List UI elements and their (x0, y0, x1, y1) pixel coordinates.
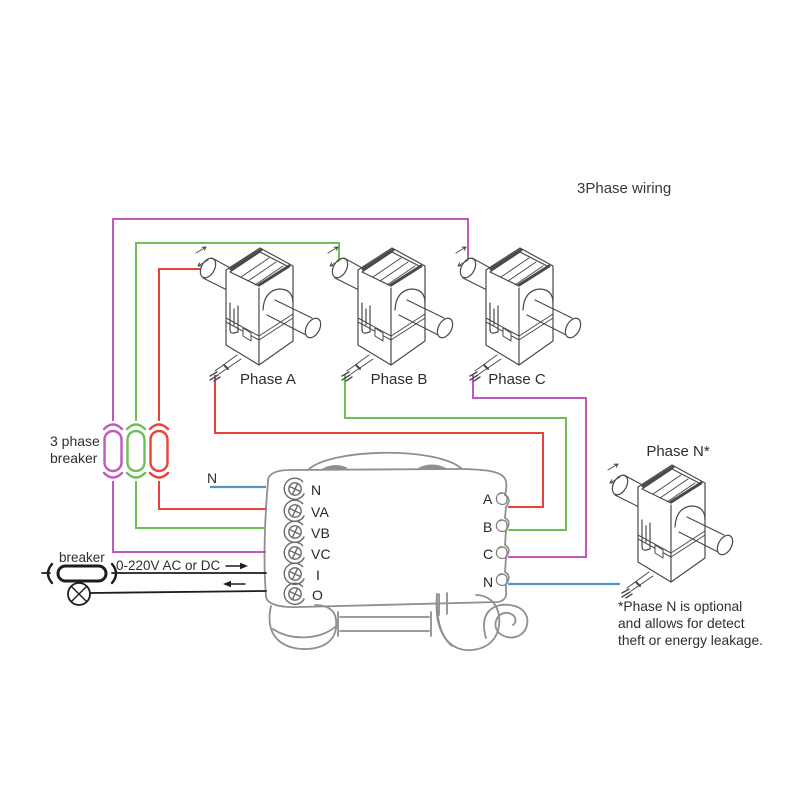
phase-b-label: Phase B (370, 371, 428, 388)
wire-phase-b (125, 242, 567, 531)
terminal-label-b: B (483, 519, 493, 535)
wire-phase-a (148, 268, 544, 510)
phase-c-label: Phase C (488, 371, 546, 388)
wire-neutral (210, 485, 620, 586)
meter-top-bump (307, 451, 464, 471)
ct-phase-a (194, 245, 326, 383)
diagram-title: 3Phase wiring (577, 180, 672, 197)
wire-phase-c (102, 218, 587, 558)
terminal-label-n: N (311, 482, 322, 498)
terminal-label-i: I (316, 567, 321, 583)
arrow-out-icon (223, 580, 246, 588)
terminal-label-c: C (483, 546, 494, 562)
terminal-label-va: VA (311, 504, 330, 520)
breaker-phase-c (102, 423, 124, 479)
breaker-label: breaker (59, 550, 105, 565)
phase-n-label: Phase N* (646, 443, 710, 460)
breaker-phase-a (148, 423, 170, 479)
lamp-icon (67, 582, 91, 606)
terminal-label-vc: VC (311, 546, 331, 562)
phase-n-note: *Phase N is optional and allows for dete… (618, 599, 763, 648)
ct-phase-c (454, 245, 586, 383)
meter-swirl (483, 603, 529, 639)
supply-voltage-label: 0-220V AC or DC (116, 558, 221, 573)
terminal-label-a: A (483, 491, 493, 507)
meter-body (263, 451, 529, 652)
meter-outline (263, 468, 510, 609)
ct-phase-n (606, 462, 738, 600)
terminal-label-o: O (312, 587, 324, 603)
breaker-phase-b (125, 423, 147, 479)
ct-phase-b (326, 245, 458, 383)
breaker-main (56, 564, 108, 583)
arrow-in-icon (225, 562, 248, 570)
three-phase-breaker-label: 3 phase breaker (50, 433, 100, 467)
neutral-in-label: N (207, 470, 218, 486)
phase-a-label: Phase A (240, 371, 296, 388)
terminal-label-rn: N (483, 574, 494, 590)
load-circuit (41, 562, 267, 606)
terminal-label-vb: VB (311, 525, 331, 541)
